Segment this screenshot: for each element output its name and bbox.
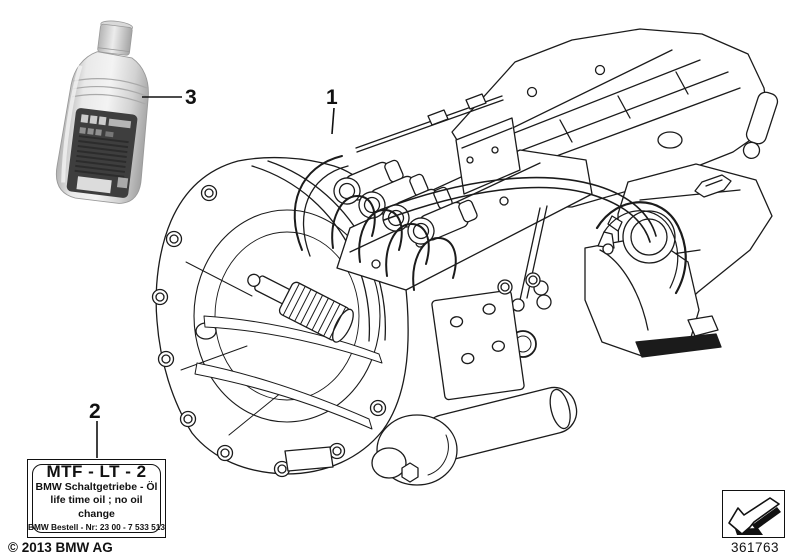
transmission-illustration — [151, 28, 779, 486]
oil-spec-box: MTF - LT - 2 BMW Schaltgetriebe - Öl lif… — [27, 459, 166, 538]
bottle-cap — [97, 23, 133, 56]
oil-spec-title: MTF - LT - 2 — [46, 462, 147, 482]
bell-housing — [151, 156, 409, 478]
callout-2[interactable]: 2 — [89, 400, 101, 423]
oil-bottle-illustration — [55, 20, 149, 204]
bottle-label — [66, 108, 138, 198]
bolt-ears — [151, 184, 387, 478]
callout-line-1 — [331, 107, 335, 135]
oil-spec-note: life time oil ; no oil change — [50, 494, 143, 520]
input-shaft — [247, 273, 354, 343]
clutch-fork — [194, 315, 383, 430]
right-actuator — [742, 91, 779, 159]
callout-1[interactable]: 1 — [326, 86, 338, 109]
callout-3[interactable]: 3 — [185, 86, 197, 109]
oil-spec-order-number: BMW Bestell - Nr: 23 00 - 7 533 513 — [28, 522, 165, 533]
direction-arrow-box — [722, 490, 785, 538]
callout-lines — [96, 96, 335, 458]
hydraulic-block — [431, 272, 541, 401]
diagram-number: 361763 — [730, 540, 780, 555]
oil-spec-inner-frame: MTF - LT - 2 BMW Schaltgetriebe - Öl lif… — [28, 462, 165, 533]
hydraulic-pump — [371, 414, 458, 486]
oil-spec-subtitle: BMW Schaltgetriebe - Öl — [35, 481, 158, 493]
direction-arrow-icon — [728, 497, 781, 535]
wiring-harness — [293, 155, 457, 291]
copyright-text: © 2013 BMW AG — [8, 540, 113, 555]
